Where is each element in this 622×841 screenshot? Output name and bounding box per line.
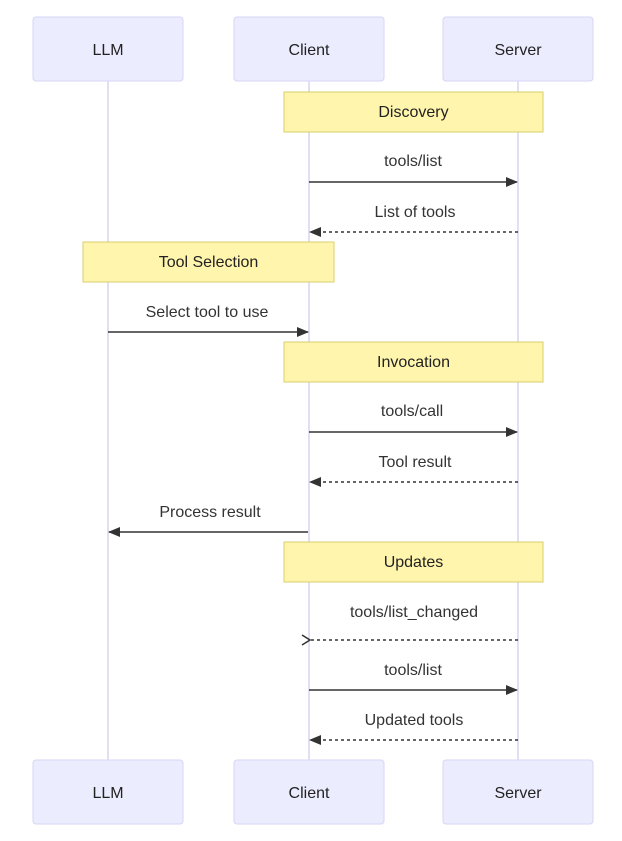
participant-client-top: Client — [233, 16, 385, 82]
note-updates: Updates — [283, 541, 544, 583]
note-tool-selection-label: Tool Selection — [159, 254, 259, 271]
message-label-tool-result: Tool result — [379, 454, 452, 471]
message-label-tools-list-2: tools/list — [384, 662, 442, 679]
message-label-tools-call: tools/call — [381, 403, 443, 420]
note-discovery-label: Discovery — [378, 104, 448, 121]
participant-server-top: Server — [442, 16, 594, 82]
participant-server-bottom-label: Server — [494, 785, 542, 802]
participant-client-bottom-label: Client — [289, 785, 330, 802]
participant-llm-bottom-label: LLM — [92, 785, 123, 802]
note-tool-selection: Tool Selection — [82, 241, 335, 283]
participant-llm-bottom: LLM — [32, 759, 184, 825]
message-label-process-result: Process result — [159, 504, 261, 521]
participant-server-bottom: Server — [442, 759, 594, 825]
participant-client-top-label: Client — [289, 42, 330, 59]
note-discovery: Discovery — [283, 91, 544, 133]
message-label-select-tool: Select tool to use — [146, 304, 269, 321]
participant-client-bottom: Client — [233, 759, 385, 825]
note-invocation-label: Invocation — [377, 354, 450, 371]
note-updates-label: Updates — [384, 554, 444, 571]
note-invocation: Invocation — [283, 341, 544, 383]
participant-llm-top: LLM — [32, 16, 184, 82]
participant-server-top-label: Server — [494, 42, 542, 59]
message-label-updated-tools: Updated tools — [365, 712, 464, 729]
participant-llm-top-label: LLM — [92, 42, 123, 59]
message-label-list-of-tools: List of tools — [375, 204, 456, 221]
message-label-tools-list-changed: tools/list_changed — [350, 604, 478, 621]
message-label-tools-list-1: tools/list — [384, 153, 442, 170]
